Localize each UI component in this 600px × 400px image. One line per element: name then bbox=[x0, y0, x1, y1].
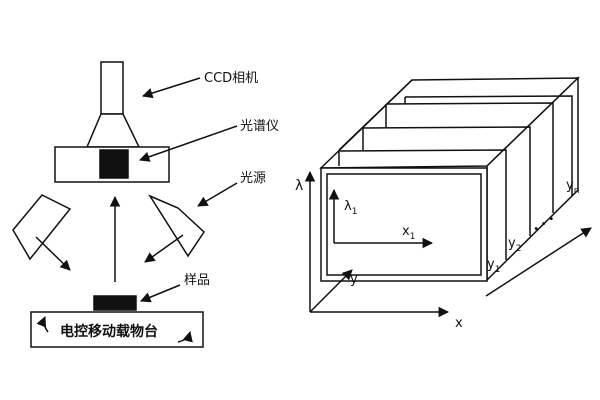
light-source-right bbox=[148, 194, 205, 258]
ccd-camera-lens bbox=[85, 113, 141, 148]
cube-front-face bbox=[320, 167, 488, 282]
scan-direction-arrow bbox=[485, 227, 592, 297]
cube-front-inner bbox=[326, 173, 482, 276]
y1-label: y1 bbox=[487, 257, 500, 275]
light-source-pointer bbox=[197, 182, 238, 207]
stage-arrow-left bbox=[36, 316, 49, 333]
sample-block bbox=[93, 295, 137, 311]
spectrometer-label: 光谱仪 bbox=[240, 119, 279, 134]
camera-label: CCD相机 bbox=[204, 71, 258, 86]
ccd-camera-body bbox=[100, 61, 124, 115]
lambda-axis-label: λ bbox=[295, 178, 303, 194]
light-arrow-right bbox=[144, 234, 184, 263]
stage-arrow-right bbox=[177, 330, 193, 343]
x-axis-label: x bbox=[455, 316, 463, 331]
y2-label: y2 bbox=[508, 236, 521, 254]
light-source-label: 光源 bbox=[240, 171, 266, 186]
spectrometer-pointer bbox=[139, 125, 238, 162]
motorized-stage bbox=[30, 311, 204, 348]
imaging-setup bbox=[12, 61, 238, 348]
yn-label: yn bbox=[566, 178, 579, 196]
slice-dividers bbox=[338, 79, 573, 260]
inner-lambda-label: λ1 bbox=[344, 199, 357, 217]
camera-pointer bbox=[141, 77, 201, 99]
sample-pointer bbox=[140, 284, 181, 303]
stage-label: 电控移动载物台 bbox=[60, 323, 158, 340]
sample-label: 样品 bbox=[184, 273, 210, 288]
y-axis-label: y bbox=[350, 272, 358, 287]
inner-x-label: x1 bbox=[402, 224, 415, 242]
data-cube bbox=[304, 76, 592, 318]
light-arrow-left bbox=[35, 236, 71, 271]
spectrometer-sensor bbox=[99, 149, 129, 179]
light-source-left bbox=[12, 194, 72, 261]
y-axis bbox=[309, 269, 353, 313]
